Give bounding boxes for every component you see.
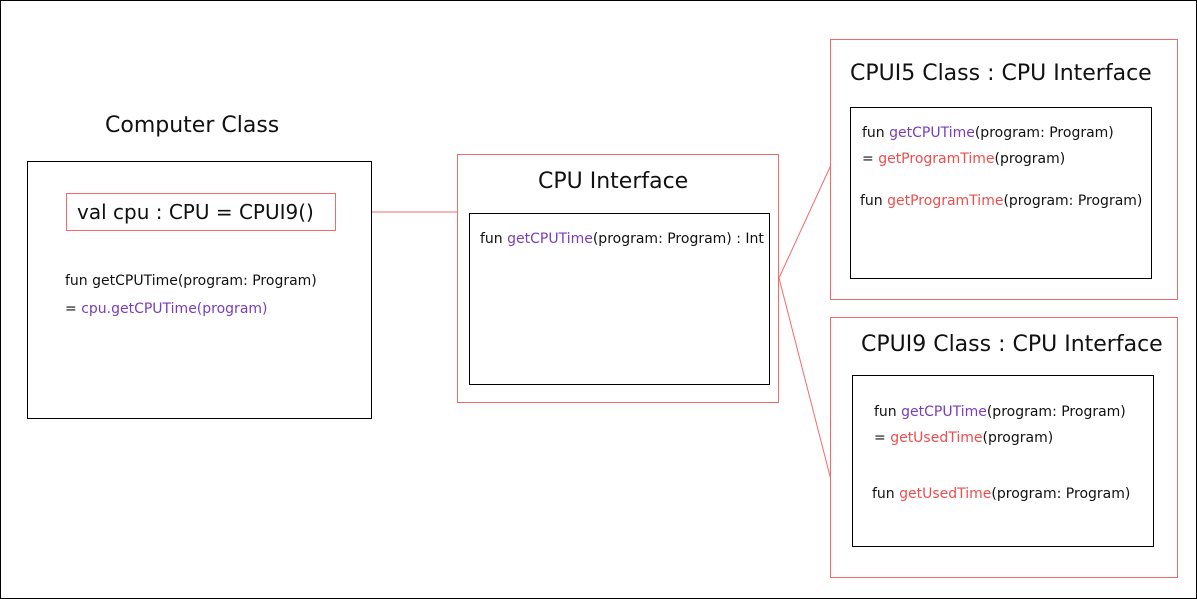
call-name: getProgramTime <box>878 151 995 167</box>
computer-class-box: val cpu : CPU = CPUI9() fun getCPUTime(p… <box>27 161 372 419</box>
cpui5-class-body: fun getCPUTime(program: Program) = getPr… <box>850 107 1152 279</box>
method-name: getUsedTime <box>899 486 992 502</box>
cpu-field-declaration: val cpu : CPU = CPUI9() <box>77 200 314 224</box>
fun-keyword: fun <box>874 404 902 420</box>
cpui9-class-title: CPUI9 Class : CPU Interface <box>861 332 1163 357</box>
fun-keyword: fun <box>860 193 888 209</box>
cpui9-fun-signature: fun getCPUTime(program: Program) <box>874 404 1126 420</box>
cpui5-helper-method: fun getProgramTime(program: Program) <box>860 193 1142 209</box>
cpui9-class-box: CPUI9 Class : CPU Interface fun getCPUTi… <box>830 317 1178 578</box>
cpu-call: cpu.getCPUTime(program) <box>81 301 268 317</box>
cpui5-fun-body: = getProgramTime(program) <box>862 151 1065 167</box>
method-signature: (program: Program) : Int <box>592 231 764 247</box>
computer-class-title: Computer Class <box>105 113 280 138</box>
cpu-interface-method: fun getCPUTime(program: Program) : Int <box>480 231 764 247</box>
fun-keyword: fun <box>872 486 900 502</box>
cpu-interface-title: CPU Interface <box>538 169 689 194</box>
cpu-interface-body: fun getCPUTime(program: Program) : Int <box>469 213 770 385</box>
cpu-field-box: val cpu : CPU = CPUI9() <box>66 193 336 231</box>
equals-sign: = <box>874 430 891 446</box>
computer-fun-signature: fun getCPUTime(program: Program) <box>65 273 317 289</box>
cpui5-fun-signature: fun getCPUTime(program: Program) <box>862 125 1114 141</box>
method-signature: (program: Program) <box>1003 193 1143 209</box>
method-signature: (program: Program) <box>986 404 1126 420</box>
equals-sign: = <box>65 301 82 317</box>
fun-keyword: fun <box>480 231 508 247</box>
equals-sign: = <box>862 151 879 167</box>
cpui9-fun-body: = getUsedTime(program) <box>874 430 1053 446</box>
call-args: (program) <box>994 151 1066 167</box>
call-args: (program) <box>982 430 1054 446</box>
method-name: getCPUTime <box>507 231 593 247</box>
fun-keyword: fun <box>862 125 890 141</box>
call-name: getUsedTime <box>890 430 983 446</box>
connector-interface-to-cpui5 <box>778 164 832 279</box>
cpui9-class-body: fun getCPUTime(program: Program) = getUs… <box>852 375 1154 547</box>
connector-interface-to-cpui9 <box>778 277 832 481</box>
method-name: getCPUTime <box>901 404 987 420</box>
cpui9-helper-method: fun getUsedTime(program: Program) <box>872 486 1130 502</box>
cpu-interface-box: CPU Interface fun getCPUTime(program: Pr… <box>457 154 779 403</box>
cpui5-class-title: CPUI5 Class : CPU Interface <box>850 61 1152 86</box>
computer-fun-body: = cpu.getCPUTime(program) <box>65 301 268 317</box>
method-signature: (program: Program) <box>991 486 1131 502</box>
method-name: getProgramTime <box>887 193 1004 209</box>
method-name: getCPUTime <box>889 125 975 141</box>
cpui5-class-box: CPUI5 Class : CPU Interface fun getCPUTi… <box>830 39 1178 300</box>
method-signature: (program: Program) <box>974 125 1114 141</box>
